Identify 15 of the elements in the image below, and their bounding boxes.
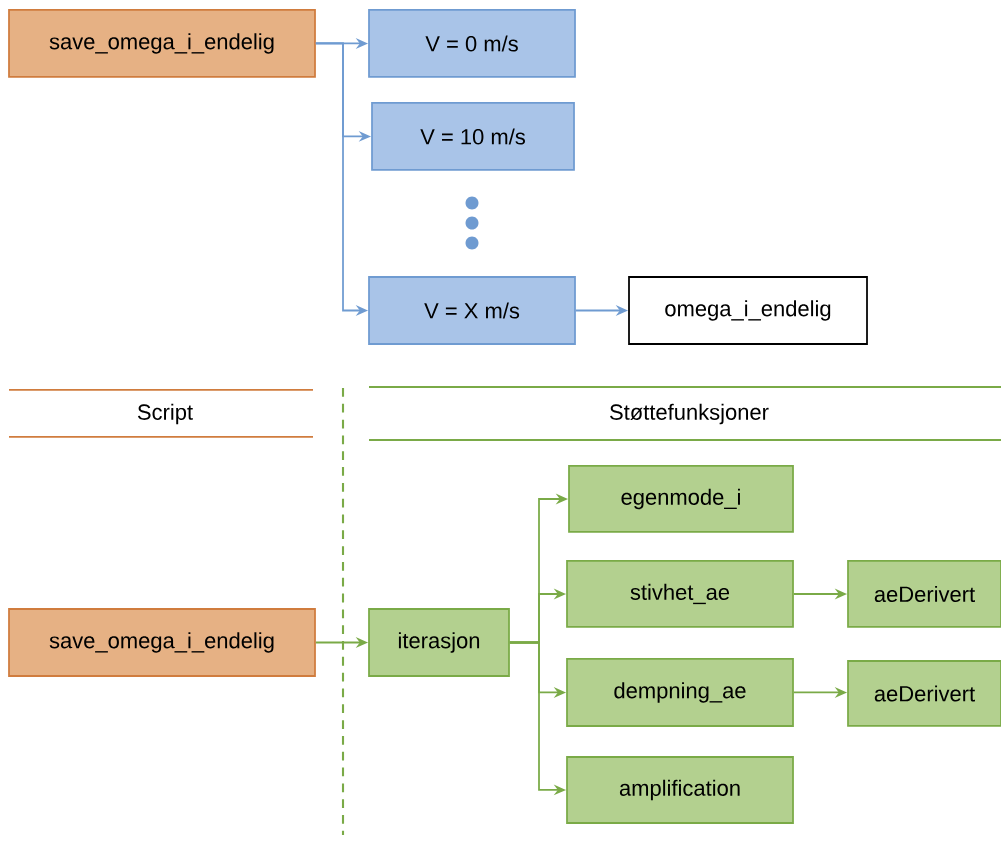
function-box: iterasjon — [368, 608, 510, 677]
function-box: egenmode_i — [568, 465, 794, 533]
function-box: stivhet_ae — [566, 560, 794, 628]
section-heading: Støttefunksjoner — [610, 403, 769, 425]
function-box: V = 0 m/s — [368, 9, 576, 78]
section-heading: Script — [137, 403, 193, 425]
function-box: V = 10 m/s — [371, 102, 575, 171]
function-box: amplification — [566, 756, 794, 824]
function-box: V = X m/s — [368, 276, 576, 345]
output-box: omega_i_endelig — [628, 276, 868, 345]
function-box: save_omega_i_endelig — [8, 608, 316, 677]
function-box: dempning_ae — [566, 658, 794, 727]
function-box: aeDerivert — [847, 660, 1001, 727]
function-box: aeDerivert — [847, 560, 1001, 628]
function-box: save_omega_i_endelig — [8, 9, 316, 78]
